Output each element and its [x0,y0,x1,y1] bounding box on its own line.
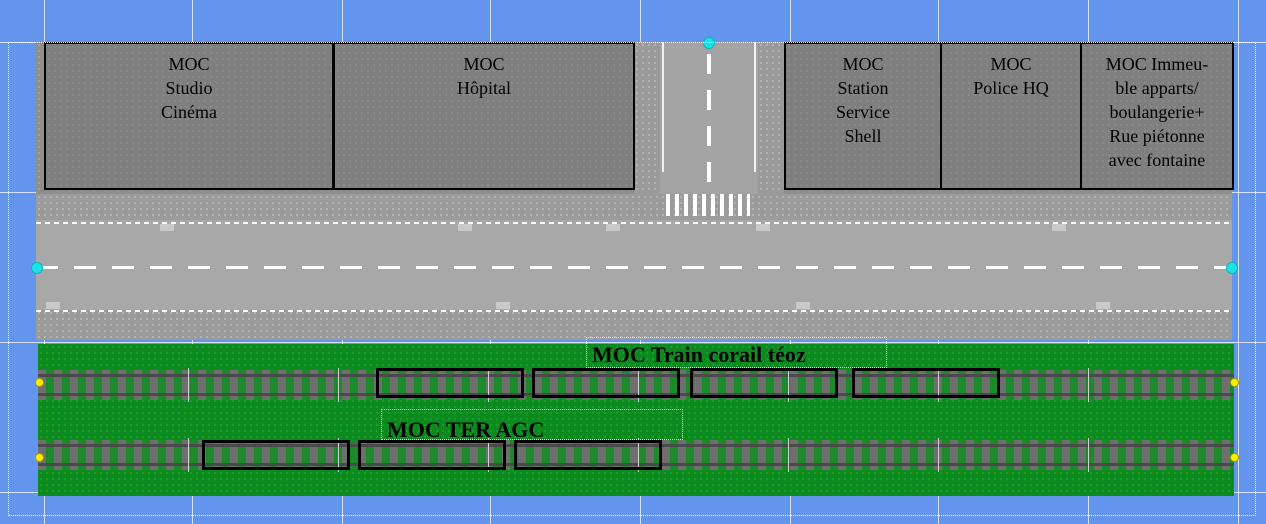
rail-baseplate [38,344,1234,496]
road-drain [606,224,620,231]
lane-edge [36,222,1232,224]
track-joint [188,368,189,402]
rail [38,393,1234,396]
building-studio[interactable]: MOC Studio Cinéma [44,42,334,190]
train-wagon[interactable] [202,440,350,470]
building-hopital[interactable]: MOC Hôpital [333,42,635,190]
lane-dash [707,126,711,146]
track-joint [1088,438,1089,472]
track-joint [638,438,639,472]
lane-dash [707,54,711,74]
rail [38,444,1234,447]
resize-handle[interactable] [1226,262,1238,274]
train-wagon[interactable] [852,368,1000,398]
side-road-curb [634,42,660,194]
track-joint [788,438,789,472]
train-label: MOC Train corail téoz [592,342,806,367]
side-road-edge [662,42,664,172]
building-label: MOC Studio Cinéma [161,54,217,122]
rail [38,463,1234,466]
train-wagon[interactable] [514,440,662,470]
road-drain [1052,224,1066,231]
sidewalk-bottom [36,310,1232,340]
track-joint [488,438,489,472]
building-station[interactable]: MOC Station Service Shell [784,42,942,190]
track-joint [1088,368,1089,402]
track-joint [638,368,639,402]
train-wagon[interactable] [690,368,838,398]
road-center-line [36,266,1232,269]
building-label: MOC Immeu- ble apparts/ boulangerie+ Rue… [1105,54,1209,170]
train-label: MOC TER AGC [387,417,545,442]
lane-dash [707,90,711,110]
sidewalk-top [36,194,1232,220]
rail [38,374,1234,377]
train-wagon[interactable] [376,368,524,398]
train-label-box[interactable] [381,409,683,440]
grid-line [1238,0,1239,524]
road-drain [46,302,60,309]
lane-edge [36,310,1232,312]
train-wagon[interactable] [358,440,506,470]
train-label-box[interactable] [586,337,887,368]
road-drain [796,302,810,309]
building-police[interactable]: MOC Police HQ [940,42,1082,190]
building-label: MOC Station Service Shell [836,54,890,146]
track-end-marker[interactable] [35,453,44,462]
road-drain [160,224,174,231]
track-end-marker[interactable] [1230,378,1239,387]
side-road [634,42,784,194]
main-road [36,194,1232,340]
road-drain [1096,302,1110,309]
track-end-marker[interactable] [35,378,44,387]
lane-dash [707,162,711,182]
track-joint [338,368,339,402]
side-road-edge [754,42,756,172]
train-wagon[interactable] [532,368,680,398]
road-drain [496,302,510,309]
track-joint [788,368,789,402]
track-lower [38,438,1234,472]
building-label: MOC Police HQ [973,54,1049,98]
track-joint [938,368,939,402]
crosswalk [666,194,750,216]
building-immeuble[interactable]: MOC Immeu- ble apparts/ boulangerie+ Rue… [1080,42,1234,190]
building-label: MOC Hôpital [457,54,511,98]
track-joint [938,438,939,472]
track-joint [188,438,189,472]
road-drain [458,224,472,231]
track-joint [488,368,489,402]
resize-handle[interactable] [703,37,715,49]
side-road-curb [758,42,784,194]
grid-line [0,342,1266,343]
track-joint [338,438,339,472]
resize-handle[interactable] [31,262,43,274]
road-drain [756,224,770,231]
track-end-marker[interactable] [1230,453,1239,462]
